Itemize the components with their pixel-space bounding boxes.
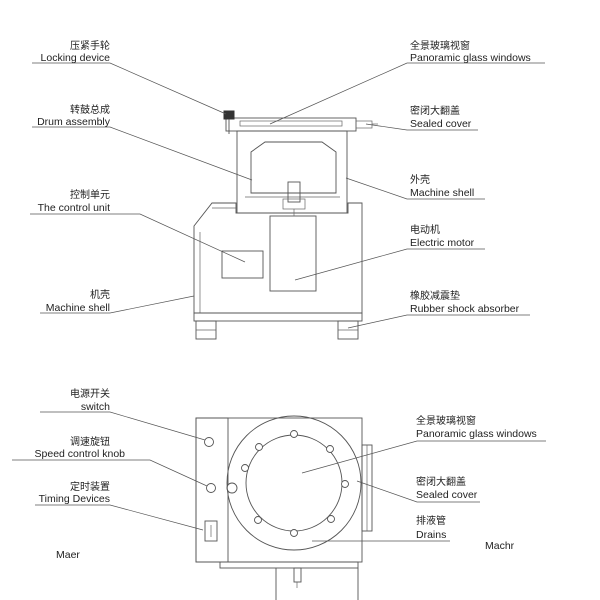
label-electric-motor-zh: 电动机	[410, 223, 440, 236]
bolt-7	[241, 464, 249, 472]
bolt-3	[341, 480, 349, 488]
control-unit-box	[221, 250, 264, 279]
bolt-6	[254, 516, 262, 524]
side-view-leaders	[30, 62, 545, 329]
leader-speed-knob	[12, 459, 208, 487]
stray-text-left: Maer	[56, 549, 80, 561]
stray-text-right: Machr	[485, 540, 515, 552]
label-panoramic-top-en: Panoramic glass windows	[410, 52, 531, 64]
leader-control-unit	[30, 213, 246, 263]
cover-hinge	[355, 120, 373, 129]
leader-drum-assembly	[32, 126, 253, 181]
label-rubber-shock-en: Rubber shock absorber	[410, 303, 520, 315]
front-view	[195, 415, 373, 600]
leader-locking-device	[32, 62, 227, 115]
label-speed-knob-en: Speed control knob	[35, 448, 126, 460]
bolt-1	[290, 430, 298, 438]
label-speed-knob-zh: 调速旋钮	[70, 435, 110, 448]
bolt-8	[255, 443, 263, 451]
label-switch-en: switch	[81, 401, 110, 413]
label-machine-shell-left-zh: 机壳	[90, 288, 110, 301]
speed-knob-small	[226, 482, 238, 494]
base-plate	[193, 312, 363, 322]
label-machine-shell-right-en: Machine shell	[410, 187, 474, 199]
label-sealed-cover-top-en: Sealed cover	[410, 118, 472, 130]
label-machine-shell-right-zh: 外壳	[410, 173, 430, 186]
bolt-5	[290, 529, 298, 537]
electric-motor	[269, 215, 317, 292]
sealed-cover-ring	[226, 415, 362, 551]
label-rubber-shock-zh: 橡胶减震垫	[410, 289, 460, 302]
label-locking-device-zh: 压紧手轮	[70, 39, 110, 52]
labels-left: 压紧手轮 Locking device 转鼓总成 Drum assembly 控…	[35, 39, 126, 561]
leader-sealed-cover-top	[365, 123, 478, 131]
label-timing-en: Timing Devices	[39, 493, 110, 505]
locking-handwheel	[223, 110, 235, 120]
label-drum-assembly-zh: 转鼓总成	[70, 103, 110, 116]
label-drum-assembly-en: Drum assembly	[37, 116, 111, 128]
front-base	[219, 561, 359, 569]
label-electric-motor-en: Electric motor	[410, 237, 475, 249]
labels-right: 全景玻璃视窗 Panoramic glass windows 密闭大翻盖 Sea…	[410, 39, 537, 552]
sealed-cover-frame	[225, 117, 357, 132]
bolt-4	[327, 515, 335, 523]
drum-housing	[236, 130, 348, 214]
label-sealed-cover-bottom-zh: 密闭大翻盖	[416, 475, 466, 488]
label-panoramic-bottom-en: Panoramic glass windows	[416, 428, 537, 440]
label-control-unit-en: The control unit	[38, 202, 110, 214]
label-control-unit-zh: 控制单元	[70, 188, 110, 201]
leader-panoramic-bottom	[301, 440, 546, 474]
leader-timing	[35, 504, 204, 531]
leader-electric-motor	[294, 248, 485, 281]
leader-sealed-cover-bottom	[356, 480, 480, 503]
label-panoramic-top-zh: 全景玻璃视窗	[410, 39, 470, 52]
drum-shaft	[287, 181, 301, 203]
label-timing-zh: 定时装置	[70, 480, 110, 493]
leader-switch	[40, 411, 206, 441]
leader-panoramic-top	[269, 62, 545, 125]
label-machine-shell-left-en: Machine shell	[46, 302, 110, 314]
label-switch-zh: 电源开关	[70, 387, 110, 400]
speed-control-knob	[206, 483, 216, 493]
label-drains-en: Drains	[416, 529, 446, 541]
front-panel	[195, 417, 363, 563]
machine-shell-body	[193, 202, 363, 314]
timing-device	[204, 520, 218, 542]
label-locking-device-en: Locking device	[41, 52, 111, 64]
label-sealed-cover-bottom-en: Sealed cover	[416, 489, 478, 501]
power-switch-button	[204, 437, 214, 447]
leader-machine-shell-right	[345, 177, 485, 200]
label-sealed-cover-top-zh: 密闭大翻盖	[410, 104, 460, 117]
panoramic-glass-strip	[239, 120, 343, 127]
drum-basket	[250, 141, 337, 194]
bolt-2	[326, 445, 334, 453]
label-panoramic-bottom-zh: 全景玻璃视窗	[416, 414, 476, 427]
drum-hub	[282, 198, 306, 210]
front-view-leaders	[12, 411, 546, 542]
drain-pipe	[293, 567, 302, 583]
leader-rubber-shock	[347, 314, 530, 329]
leader-machine-shell-left	[40, 295, 195, 314]
label-drains-zh: 排液管	[416, 514, 446, 527]
side-view	[193, 110, 378, 340]
